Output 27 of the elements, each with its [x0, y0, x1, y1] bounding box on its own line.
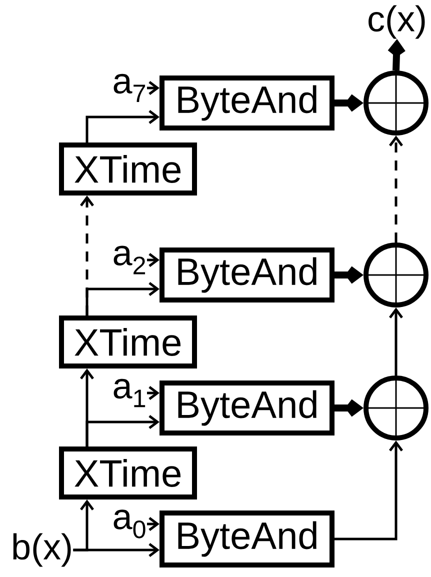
coefficient-label: a$_{0}$	[114, 510, 146, 538]
arrow	[389, 136, 403, 242]
coefficient-label: a$_{1}$	[114, 378, 146, 408]
xor-symbol	[362, 70, 430, 136]
arrow	[86, 110, 160, 142]
arrow	[334, 266, 364, 284]
arrow	[80, 196, 94, 316]
arrow	[73, 500, 94, 552]
arrow	[388, 38, 406, 71]
signal-label: b(x)	[13, 533, 71, 567]
coefficient-label: a$_{7}$	[114, 74, 146, 102]
arrow	[389, 308, 403, 376]
arrow	[80, 368, 94, 446]
function-block: ByteAnd	[160, 380, 334, 436]
function-block: ByteAnd	[160, 248, 334, 302]
coefficient-label: a$_{2}$	[114, 246, 146, 274]
arrow	[334, 440, 403, 540]
arrow	[334, 94, 364, 112]
function-block: XTime	[59, 142, 197, 196]
function-block: ByteAnd	[160, 76, 334, 130]
xor-symbol	[362, 242, 430, 308]
function-block: XTime	[59, 446, 197, 500]
function-block: ByteAnd	[160, 510, 334, 568]
signal-label: c(x)	[368, 5, 425, 39]
xor-symbol	[362, 374, 430, 442]
function-block: XTime	[59, 316, 197, 368]
arrow	[334, 399, 364, 417]
